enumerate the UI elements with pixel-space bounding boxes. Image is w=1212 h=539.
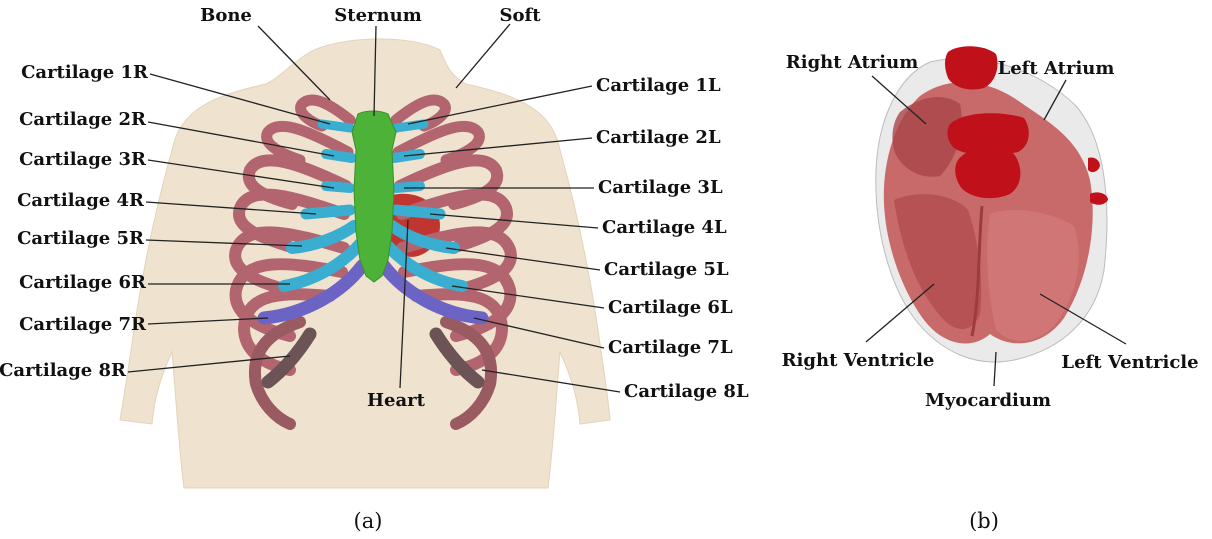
label-cartilage-1l: Cartilage 1L (596, 75, 721, 96)
label-right-ventricle: Right Ventricle (782, 350, 935, 371)
panel-b-illustration (876, 46, 1108, 362)
label-bone: Bone (200, 5, 252, 26)
cartilage-1r-shape (322, 124, 350, 128)
label-cartilage-1r: Cartilage 1R (21, 62, 149, 83)
label-cartilage-5l: Cartilage 5L (604, 259, 729, 280)
label-left-ventricle: Left Ventricle (1061, 352, 1198, 373)
label-cartilage-8l: Cartilage 8L (624, 381, 749, 402)
label-cartilage-3l: Cartilage 3L (598, 177, 723, 198)
label-cartilage-7r: Cartilage 7R (19, 314, 147, 335)
cartilage-1l-shape (396, 124, 424, 128)
label-cartilage-4r: Cartilage 4R (17, 190, 145, 211)
label-cartilage-6r: Cartilage 6R (19, 272, 147, 293)
label-cartilage-8r: Cartilage 8R (0, 360, 127, 381)
label-cartilage-4l: Cartilage 4L (602, 217, 727, 238)
label-soft: Soft (499, 5, 541, 26)
label-cartilage-5r: Cartilage 5R (17, 228, 145, 249)
caption-b: (b) (969, 509, 999, 533)
cartilage-4l-shape (396, 210, 440, 214)
panel-a-illustration (120, 39, 610, 488)
label-cartilage-3r: Cartilage 3R (19, 149, 147, 170)
aorta-top (945, 46, 998, 89)
label-cartilage-7l: Cartilage 7L (608, 337, 733, 358)
label-cartilage-2r: Cartilage 2R (19, 109, 147, 130)
leader-soft (456, 24, 510, 88)
label-sternum: Sternum (334, 5, 421, 26)
label-cartilage-6l: Cartilage 6L (608, 297, 733, 318)
label-left-atrium: Left Atrium (998, 58, 1115, 79)
aortic-root (955, 148, 1020, 198)
label-myocardium: Myocardium (925, 390, 1051, 411)
label-heart: Heart (367, 390, 426, 411)
label-cartilage-2l: Cartilage 2L (596, 127, 721, 148)
caption-a: (a) (354, 509, 383, 533)
label-right-atrium: Right Atrium (786, 52, 918, 73)
